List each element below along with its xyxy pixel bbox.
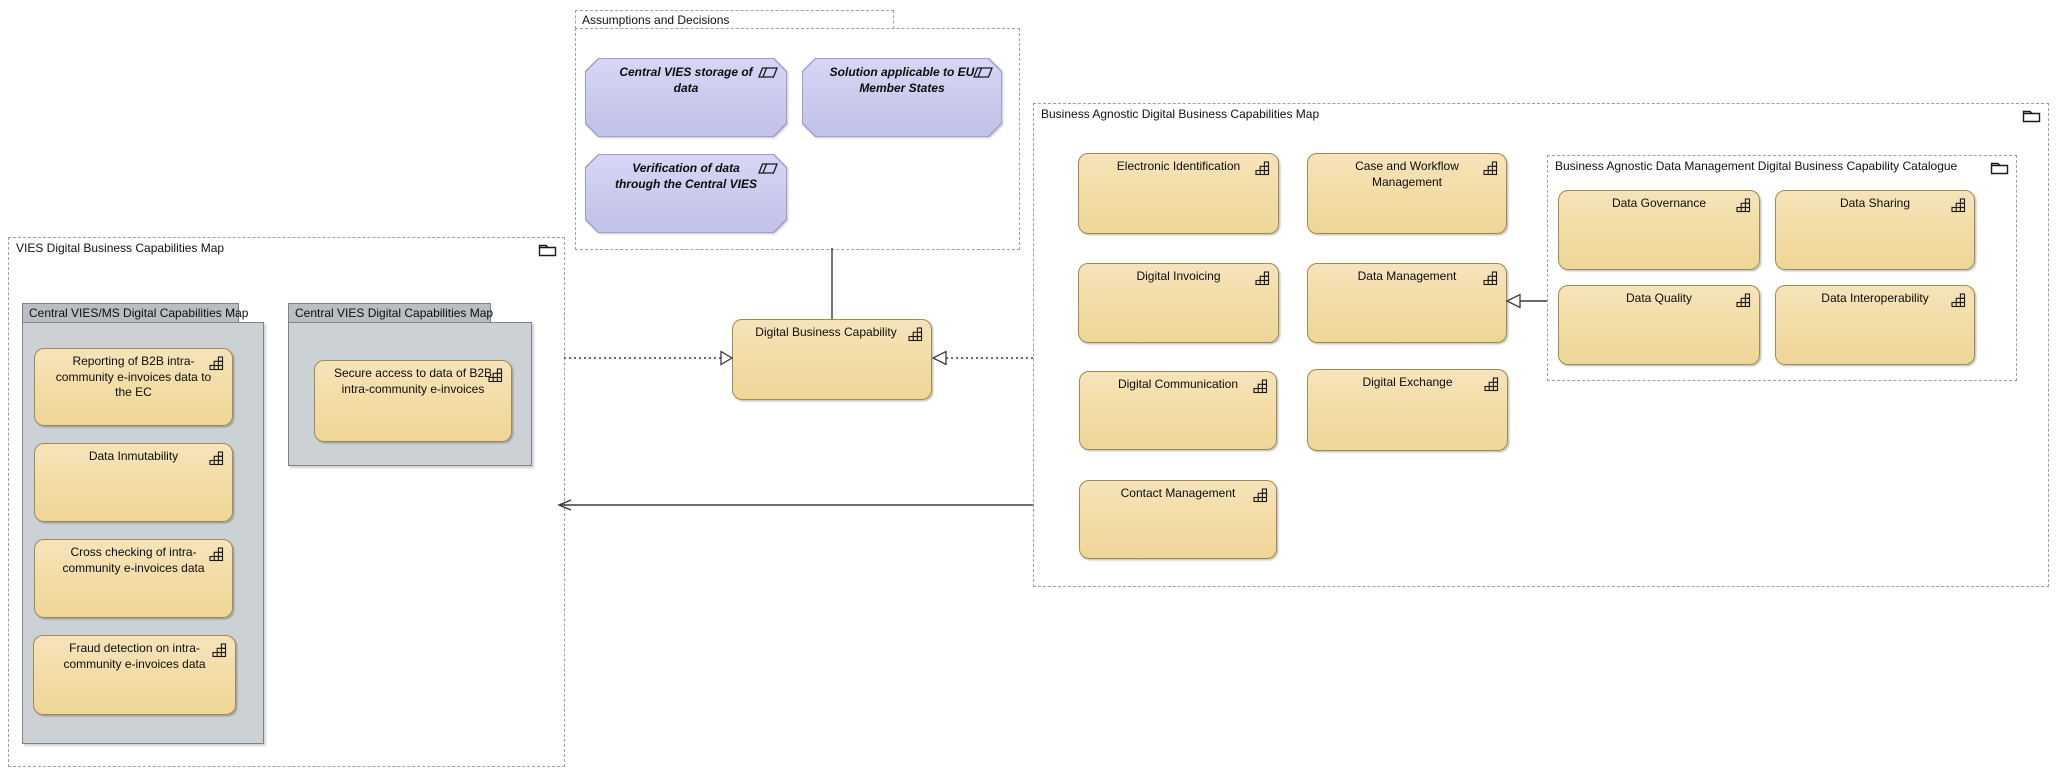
constraint-verification-central-vies[interactable]: Verification of data through the Central… [585, 154, 787, 233]
group-title: Business Agnostic Digital Business Capab… [1041, 107, 1320, 121]
capability-contact-management[interactable]: Contact Management [1079, 480, 1277, 559]
constraint-central-vies-storage[interactable]: Central VIES storage of data [585, 58, 787, 137]
constraint-label: Solution applicable to EU Member States [829, 65, 975, 95]
group-assumptions-body[interactable] [575, 28, 1020, 250]
capability-label: Data Quality [1625, 291, 1693, 305]
group-title: VIES Digital Business Capabilities Map [16, 241, 225, 255]
capability-icon [1951, 293, 1966, 308]
capability-digital-exchange[interactable]: Digital Exchange [1307, 369, 1508, 451]
capability-label: Digital Invoicing [1136, 269, 1221, 283]
capability-label: Data Governance [1611, 196, 1707, 210]
folder-icon [2022, 110, 2041, 123]
capability-data-inmutability[interactable]: Data Inmutability [34, 443, 233, 522]
capability-icon [488, 368, 503, 383]
capability-label: Secure access to data of B2B intra-commu… [333, 366, 493, 396]
capability-icon [1951, 198, 1966, 213]
capability-label: Fraud detection on intra-community e-inv… [63, 641, 206, 671]
constraint-icon [758, 67, 778, 78]
group-assumptions-tab[interactable]: Assumptions and Decisions [575, 10, 894, 29]
capability-label: Contact Management [1120, 486, 1236, 500]
capability-reporting-b2b[interactable]: Reporting of B2B intra-community e-invoi… [34, 348, 233, 426]
capability-electronic-identification[interactable]: Electronic Identification [1078, 153, 1279, 234]
capability-data-interoperability[interactable]: Data Interoperability [1775, 285, 1975, 365]
capability-label: Digital Exchange [1362, 375, 1453, 389]
capability-icon [1255, 161, 1270, 176]
capability-label: Digital Business Capability [755, 325, 897, 339]
folder-icon [538, 244, 557, 257]
group-central-vies-ms-tab[interactable]: Central VIES/MS Digital Capabilities Map [22, 303, 248, 323]
connector-realization-vies-dbc[interactable] [564, 350, 734, 366]
capability-digital-invoicing[interactable]: Digital Invoicing [1078, 263, 1279, 343]
capability-icon [209, 547, 224, 562]
capability-digital-business-capability[interactable]: Digital Business Capability [732, 319, 932, 400]
group-ba-map[interactable]: Business Agnostic Digital Business Capab… [1033, 103, 2049, 587]
group-title: Business Agnostic Data Management Digita… [1555, 159, 1958, 173]
capability-fraud-detection[interactable]: Fraud detection on intra-community e-inv… [33, 635, 236, 715]
capability-icon [1483, 271, 1498, 286]
capability-icon [1253, 379, 1268, 394]
capability-data-governance[interactable]: Data Governance [1558, 190, 1760, 270]
capability-icon [908, 327, 923, 342]
capability-label: Reporting of B2B intra-community e-invoi… [55, 354, 212, 400]
capability-secure-access[interactable]: Secure access to data of B2B intra-commu… [314, 360, 512, 442]
capability-cross-checking[interactable]: Cross checking of intra-community e-invo… [34, 539, 233, 618]
capability-label: Data Inmutability [88, 449, 179, 463]
capability-digital-communication[interactable]: Digital Communication [1079, 371, 1277, 450]
capability-data-sharing[interactable]: Data Sharing [1775, 190, 1975, 270]
capability-icon [1253, 488, 1268, 503]
capability-icon [209, 356, 224, 371]
constraint-solution-eu[interactable]: Solution applicable to EU Member States [802, 58, 1002, 137]
capability-icon [1484, 377, 1499, 392]
capability-label: Cross checking of intra-community e-invo… [62, 545, 205, 575]
connector-realization-ba-dbc[interactable] [931, 350, 1033, 366]
capability-icon [1736, 198, 1751, 213]
capability-data-quality[interactable]: Data Quality [1558, 285, 1760, 365]
capability-label: Data Interoperability [1821, 291, 1929, 305]
capability-case-workflow-management[interactable]: Case and Workflow Management [1307, 153, 1507, 234]
constraint-icon [758, 163, 778, 174]
capability-label: Electronic Identification [1116, 159, 1241, 173]
capability-icon [1736, 293, 1751, 308]
constraint-label: Central VIES storage of data [619, 65, 753, 95]
capability-data-management[interactable]: Data Management [1307, 263, 1507, 343]
group-catalogue[interactable]: Business Agnostic Data Management Digita… [1547, 155, 2017, 381]
capability-icon [209, 451, 224, 466]
connector-association-ba-vies[interactable] [557, 499, 1033, 511]
capability-icon [212, 643, 227, 658]
group-title: Central VIES Digital Capabilities Map [295, 306, 494, 320]
constraint-label: Verification of data through the Central… [614, 161, 757, 191]
constraint-icon [973, 67, 993, 78]
group-central-vies-tab[interactable]: Central VIES Digital Capabilities Map [288, 303, 494, 323]
group-title: Assumptions and Decisions [582, 13, 730, 27]
capability-label: Digital Communication [1117, 377, 1239, 391]
folder-icon [1990, 162, 2009, 175]
capability-label: Data Management [1357, 269, 1457, 283]
capability-icon [1483, 161, 1498, 176]
capability-icon [1255, 271, 1270, 286]
capability-label: Case and Workflow Management [1355, 159, 1459, 189]
group-title: Central VIES/MS Digital Capabilities Map [29, 306, 249, 320]
capability-label: Data Sharing [1839, 196, 1911, 210]
